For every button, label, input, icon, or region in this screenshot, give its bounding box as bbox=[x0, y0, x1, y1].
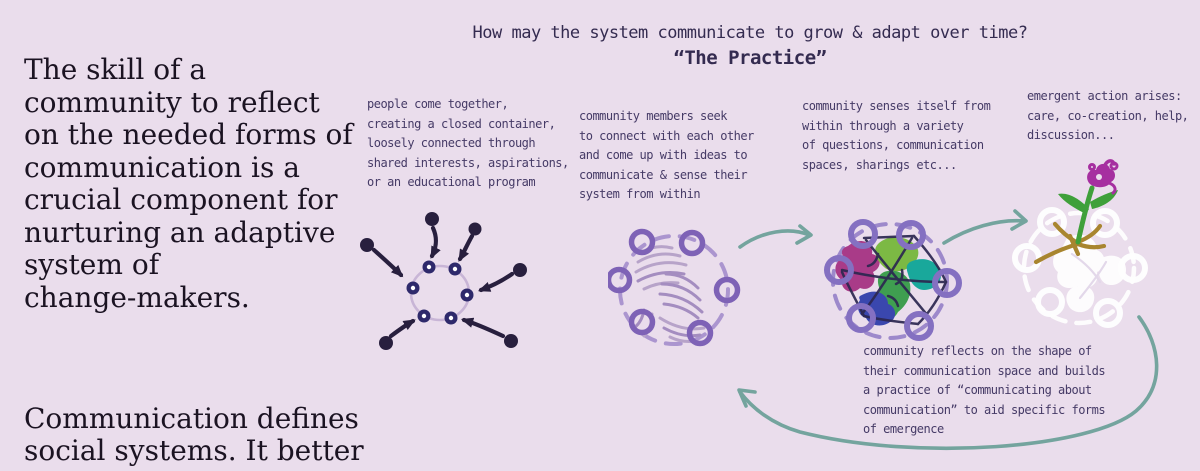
stage4-emergence-illustration bbox=[1012, 159, 1148, 328]
diagram-header: How may the system communicate to grow &… bbox=[400, 23, 1100, 69]
stage1-closed-container-illustration bbox=[360, 212, 527, 350]
stage1-caption: people come together, creating a closed … bbox=[367, 97, 569, 190]
plant-flower bbox=[1087, 159, 1119, 195]
member-ring-icons bbox=[824, 219, 962, 341]
stage4-caption: emergent action arises: care, co-creatio… bbox=[1027, 89, 1189, 143]
intro-paragraph-1: The skill of a community to reflect on t… bbox=[24, 53, 353, 314]
intro-paragraph-2: Communication defines social systems. It… bbox=[24, 401, 364, 471]
diagram-subtitle: “The Practice” bbox=[673, 47, 827, 69]
stage3-caption: community senses itself from within thro… bbox=[802, 99, 991, 172]
stage3-communication-spaces-illustration bbox=[824, 219, 962, 341]
plant-sprout-icon bbox=[1033, 159, 1119, 265]
outside-people-dots bbox=[360, 212, 527, 350]
intro-text: The skill of a community to reflect on t… bbox=[24, 22, 369, 471]
plant-stem-and-leaves bbox=[1058, 185, 1118, 245]
member-node-icons bbox=[406, 260, 474, 325]
member-ring-icons bbox=[608, 228, 741, 347]
stage2-caption: community members seek to connect with e… bbox=[579, 109, 754, 202]
inward-arrow-icons bbox=[371, 225, 515, 339]
flow-arrow-stage2-to-stage3-icon bbox=[738, 224, 813, 249]
stage2-sensing-illustration bbox=[608, 228, 741, 347]
diagram-question: How may the system communicate to grow &… bbox=[472, 23, 1028, 43]
